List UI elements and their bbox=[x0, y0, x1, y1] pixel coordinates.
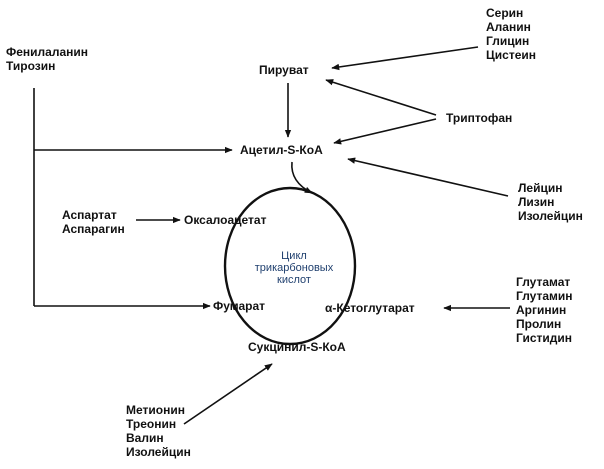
group-phenylalanine-tyrosine: Фенилаланин Тирозин bbox=[6, 45, 89, 73]
node-oxaloacetate: Оксалоацетат bbox=[184, 213, 267, 227]
group-aspartate-asparagine: Аспартат Аспарагин bbox=[62, 208, 125, 236]
arrow-tryptophan-to-acetyl bbox=[333, 118, 437, 145]
group-glutamate-glutamine-arginine-proline-histidine: Глутамат Глутамин Аргинин Пролин Гистиди… bbox=[516, 275, 573, 345]
group-methionine-threonine-valine-isoleucine: Метионин Треонин Валин Изолейцин bbox=[126, 403, 191, 459]
tca-cycle-ring bbox=[223, 186, 357, 346]
node-fumarate: Фумарат bbox=[213, 299, 266, 313]
node-alpha-ketoglutarate: α-Кетоглутарат bbox=[325, 301, 415, 315]
arrow-serine-group-to-pyruvate bbox=[331, 46, 479, 71]
node-acetyl-coa: Ацетил-S-КоА bbox=[240, 143, 323, 157]
arrow-leucine-group-to-acetyl bbox=[347, 157, 509, 197]
group-serine-alanine-glycine-cysteine: Серин Аланин Глицин Цистеин bbox=[486, 6, 536, 62]
arrow-methionine-group-to-succinyl bbox=[183, 363, 273, 425]
group-tryptophan: Триптофан bbox=[446, 111, 513, 125]
cycle-label: Цикл трикарбоновых кислот bbox=[254, 250, 334, 286]
node-pyruvate: Пируват bbox=[259, 63, 309, 77]
arrow-acetyl-to-cycle bbox=[291, 161, 313, 194]
arrow-tryptophan-to-pyruvate bbox=[325, 79, 437, 116]
node-succinyl-coa: Сукцинил-S-КоА bbox=[248, 340, 346, 354]
group-leucine-lysine-isoleucine: Лейцин Лизин Изолейцин bbox=[518, 181, 583, 223]
